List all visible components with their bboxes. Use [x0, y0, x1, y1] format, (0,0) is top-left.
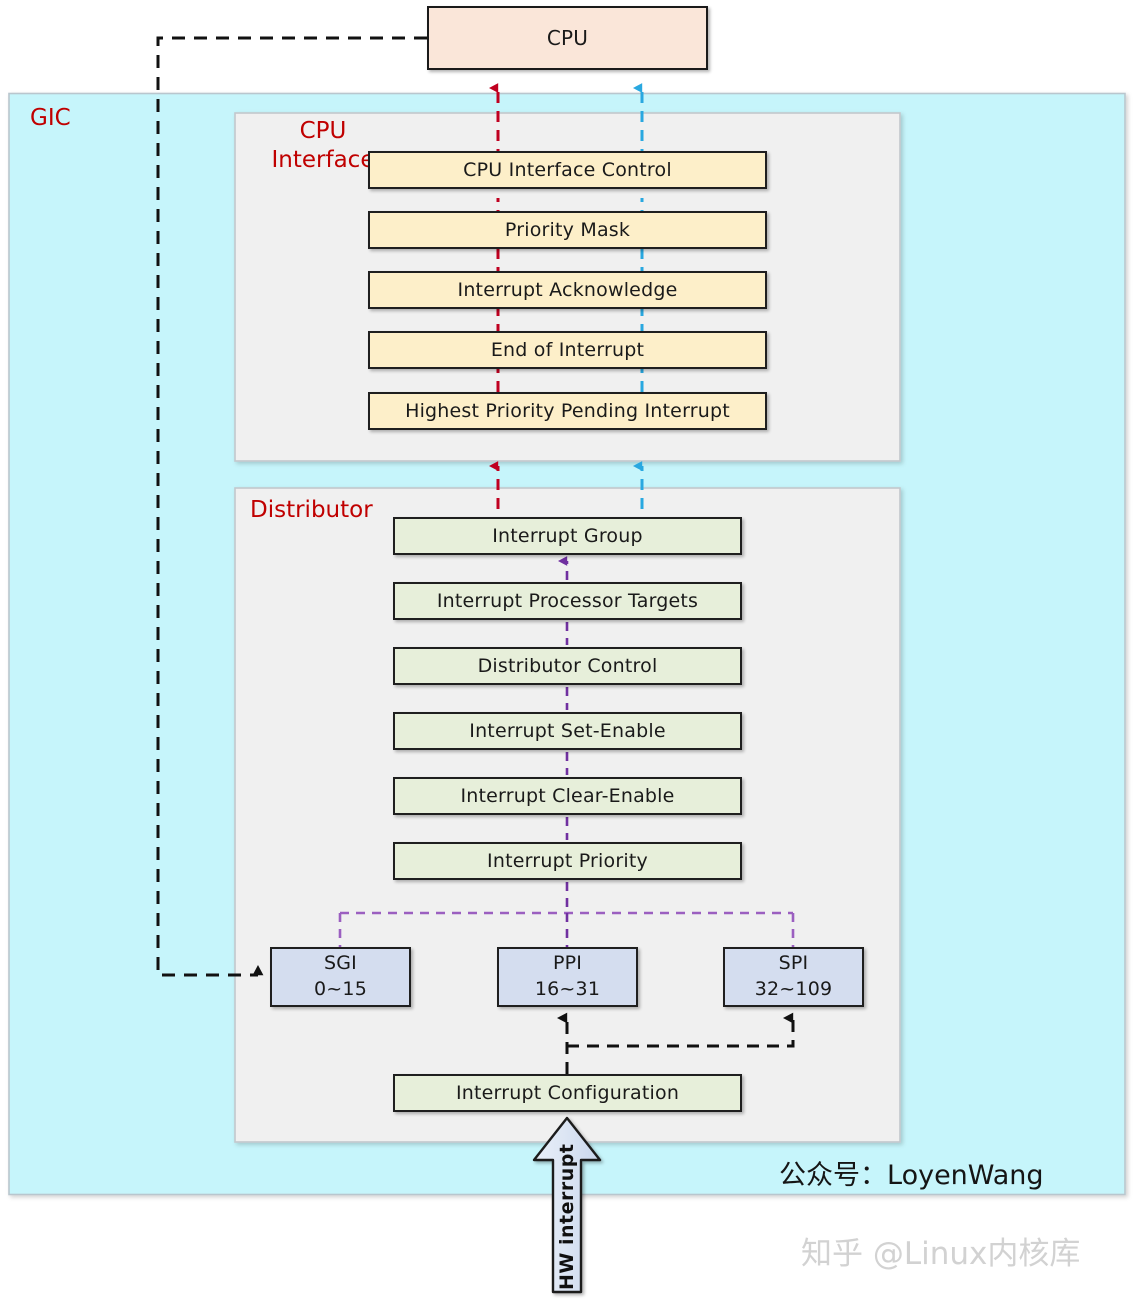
interrupt-type-range: 32~109: [754, 978, 833, 1000]
cpu-interface-item-interrupt-acknowledge[interactable]: Interrupt Acknowledge: [368, 271, 767, 309]
distributor-item-interrupt-group[interactable]: Interrupt Group: [393, 517, 742, 555]
distributor-item-interrupt-processor-targets[interactable]: Interrupt Processor Targets: [393, 582, 742, 620]
box-label: CPU Interface Control: [463, 159, 672, 181]
box-label: Interrupt Group: [492, 525, 643, 547]
interrupt-type-spi[interactable]: SPI 32~109: [723, 947, 864, 1007]
watermark-text: 知乎 @Linux内核库: [801, 1236, 1081, 1272]
interrupt-config-links: [557, 1012, 795, 1074]
hw-interrupt-label: HW interrupt: [556, 1143, 578, 1290]
cpu-box-label: CPU: [546, 26, 589, 50]
cpu-interface-item-end-of-interrupt[interactable]: End of Interrupt: [368, 331, 767, 369]
box-label: Interrupt Clear-Enable: [460, 785, 675, 807]
cpu-interface-item-cpu-interface-control[interactable]: CPU Interface Control: [368, 151, 767, 189]
cpu-interface-title: CPU Interface: [263, 117, 383, 176]
box-label: Interrupt Acknowledge: [457, 279, 678, 301]
box-label: Interrupt Configuration: [455, 1082, 680, 1104]
box-label: Highest Priority Pending Interrupt: [405, 400, 730, 422]
box-label: Interrupt Processor Targets: [436, 590, 699, 612]
purple-distributor-chain: [338, 556, 795, 947]
gic-title: GIC: [30, 105, 71, 131]
distributor-title: Distributor: [250, 497, 373, 523]
interrupt-configuration-box[interactable]: Interrupt Configuration: [393, 1074, 742, 1112]
interrupt-type-name: PPI: [552, 952, 583, 975]
box-label: Distributor Control: [477, 655, 658, 677]
distributor-item-distributor-control[interactable]: Distributor Control: [393, 647, 742, 685]
cpu-box[interactable]: CPU: [427, 6, 708, 70]
distributor-item-interrupt-set-enable[interactable]: Interrupt Set-Enable: [393, 712, 742, 750]
distributor-item-interrupt-priority[interactable]: Interrupt Priority: [393, 842, 742, 880]
box-label: Interrupt Set-Enable: [469, 720, 666, 742]
interrupt-type-name: SGI: [324, 952, 357, 975]
interrupt-type-sgi[interactable]: SGI 0~15: [270, 947, 411, 1007]
interrupt-type-range: 0~15: [314, 978, 367, 1000]
distributor-item-interrupt-clear-enable[interactable]: Interrupt Clear-Enable: [393, 777, 742, 815]
sgi-cpu-dashed-link: [156, 36, 427, 977]
hw-interrupt-arrow: [532, 1116, 602, 1294]
cpu-interface-item-priority-mask[interactable]: Priority Mask: [368, 211, 767, 249]
promo-text: 公众号：LoyenWang: [779, 1160, 1044, 1191]
box-label: Priority Mask: [504, 219, 631, 241]
cpu-interface-title-line2: Interface: [271, 147, 375, 174]
box-label: End of Interrupt: [490, 339, 645, 361]
interrupt-type-name: SPI: [778, 952, 809, 975]
interrupt-type-range: 16~31: [534, 978, 601, 1000]
cpu-interface-item-highest-priority-pending-interrupt[interactable]: Highest Priority Pending Interrupt: [368, 392, 767, 430]
box-label: Interrupt Priority: [487, 850, 648, 872]
cpu-interface-title-line1: CPU: [299, 118, 347, 144]
interrupt-type-ppi[interactable]: PPI 16~31: [497, 947, 638, 1007]
